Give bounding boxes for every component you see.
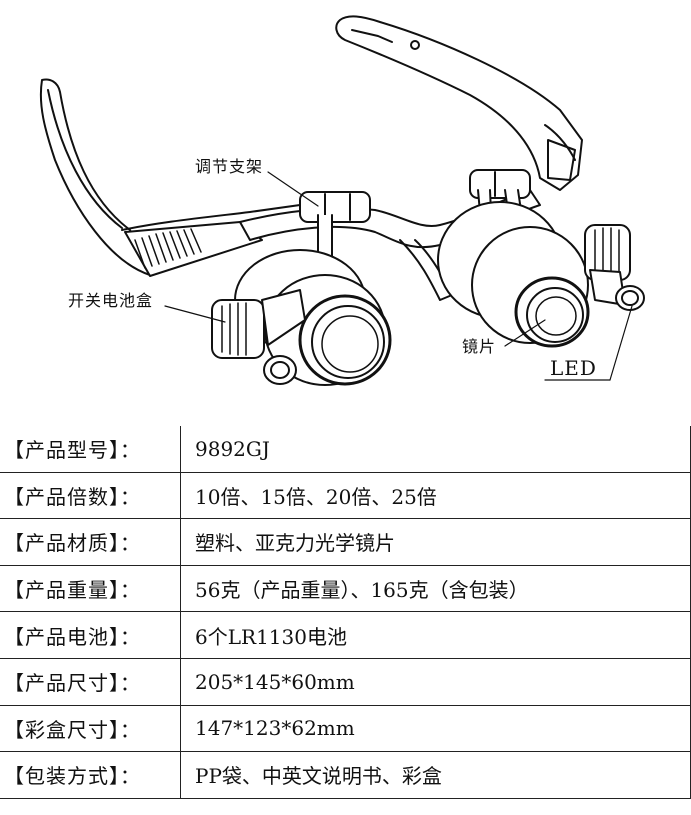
spec-table: 【产品型号】：9892GJ【产品倍数】：10倍、15倍、20倍、25倍【产品材质… xyxy=(0,426,691,799)
spec-row: 【产品倍数】：10倍、15倍、20倍、25倍 xyxy=(0,471,691,520)
left-temple-arm xyxy=(39,78,301,277)
spec-label: 【产品倍数】： xyxy=(0,471,181,520)
spec-value: 205*145*60mm xyxy=(180,657,691,706)
spec-value: 9892GJ xyxy=(180,426,691,473)
spec-value: 塑料、亚克力光学镜片 xyxy=(180,518,691,566)
spec-label: 【产品材质】： xyxy=(0,518,181,566)
right-lens-housing xyxy=(437,201,645,348)
spec-row: 【产品电池】：6个LR1130电池 xyxy=(0,611,691,659)
callout-bracket: 调节支架 xyxy=(195,157,263,176)
spec-value: 147*123*62mm xyxy=(180,704,691,753)
spec-label: 【产品型号】： xyxy=(0,426,181,473)
spec-row: 【产品尺寸】：205*145*60mm xyxy=(0,657,691,706)
spec-row: 【彩盒尺寸】：147*123*62mm xyxy=(0,704,691,753)
right-temple-arm xyxy=(335,15,583,191)
spec-label: 【产品电池】： xyxy=(0,611,181,659)
callout-battery-box: 开关电池盒 xyxy=(68,291,153,310)
spec-value: PP袋、中英文说明书、彩盒 xyxy=(180,751,691,799)
spec-label: 【包装方式】： xyxy=(0,751,181,799)
spec-value: 56克（产品重量）、165克（含包装） xyxy=(180,564,691,613)
callout-lens: 镜片 xyxy=(462,337,496,356)
spec-label: 【彩盒尺寸】： xyxy=(0,704,181,753)
spec-row: 【包装方式】：PP袋、中英文说明书、彩盒 xyxy=(0,751,691,799)
spec-label: 【产品尺寸】： xyxy=(0,657,181,706)
left-lens-housing xyxy=(211,249,392,386)
spec-value: 6个LR1130电池 xyxy=(180,611,691,659)
spec-row: 【产品重量】：56克（产品重量）、165克（含包装） xyxy=(0,564,691,613)
callout-led: LED xyxy=(550,356,597,380)
spec-row: 【产品材质】：塑料、亚克力光学镜片 xyxy=(0,518,691,566)
magnifier-glasses-diagram: 调节支架 开关电池盒 镜片 LED xyxy=(39,15,645,386)
spec-value: 10倍、15倍、20倍、25倍 xyxy=(180,471,691,520)
spec-row: 【产品型号】：9892GJ xyxy=(0,426,691,473)
spec-label: 【产品重量】： xyxy=(0,564,181,613)
callout-leaders xyxy=(164,171,633,381)
